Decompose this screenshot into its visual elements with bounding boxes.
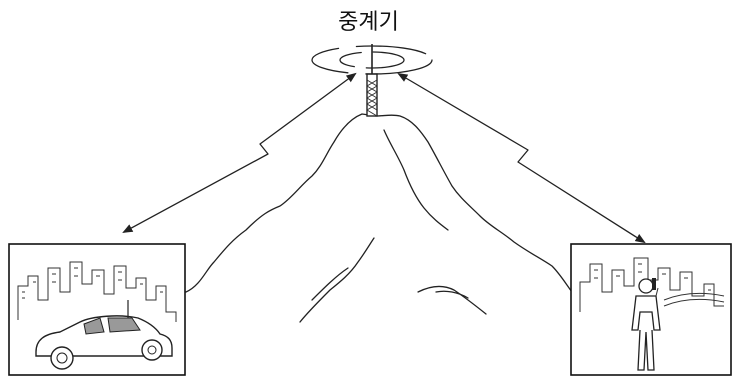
repeater-label: 중계기 [0,4,737,36]
link-repeater-person [399,74,644,242]
vehicle-panel [9,244,185,375]
link-repeater-vehicle [124,74,355,232]
person-panel [571,244,731,375]
mountain-shape [186,114,572,322]
repeater-tower-icon [312,44,432,116]
